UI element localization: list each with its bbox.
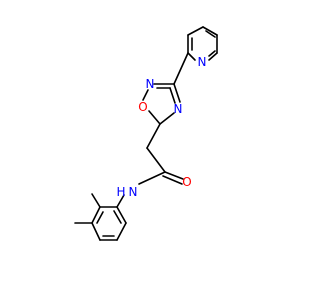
pyridine-nitrogen-label: N [198, 55, 207, 69]
molecule-structure: N O N N O N H [0, 0, 300, 300]
carbonyl-oxygen-label: O [182, 175, 191, 189]
bond-ar-c3-c4 [91, 222, 101, 241]
bond-py-c3-c2 [202, 26, 218, 36]
bonds [74, 26, 218, 241]
oxadiazole-nitrogen-4-label: N [174, 102, 183, 116]
bond-n-aryl [116, 194, 125, 208]
bond-py-c1-n [208, 52, 218, 61]
bond-methyl-2 [91, 193, 101, 208]
bond-chain-1 [146, 123, 161, 149]
bond-carbonyl-1 [164, 171, 184, 180]
bond-ar-c6-c1-inner [113, 210, 122, 224]
bond-py-c1-n-inner [208, 50, 216, 57]
oxadiazole-oxygen-label: O [138, 100, 147, 114]
molecule-canvas: N O N N O N H [0, 0, 300, 300]
bond-ar-c2-c3 [91, 206, 101, 224]
bond-ar-c5-c6 [116, 222, 127, 241]
oxadiazole-nitrogen-2-label: N [146, 77, 155, 91]
bond-ox-c3-n4 [173, 83, 181, 103]
bond-chain-2 [146, 147, 166, 173]
bond-ox-o1-n2 [142, 89, 149, 101]
atom-labels: N O N N O N H [116, 55, 206, 199]
amide-nitrogen-label: N [129, 185, 138, 199]
background [0, 0, 300, 300]
bond-py-oxadiazole [173, 52, 189, 85]
bond-ox-c3-n4-inner [169, 87, 176, 104]
bond-py-c3-c2-inner [205, 30, 216, 38]
bond-ox-c5-o1 [148, 110, 161, 125]
bond-ar-c2-c3-inner [96, 211, 104, 224]
bond-ox-n4-c5 [159, 112, 175, 125]
bond-py-c4-c3 [187, 26, 204, 36]
bond-carbonyl-2 [162, 175, 183, 185]
bond-amide-cn [138, 171, 166, 185]
bond-ar-c6-c1 [116, 206, 127, 224]
bond-py-n-c6 [187, 52, 196, 61]
amide-hydrogen-label: H [116, 185, 125, 199]
